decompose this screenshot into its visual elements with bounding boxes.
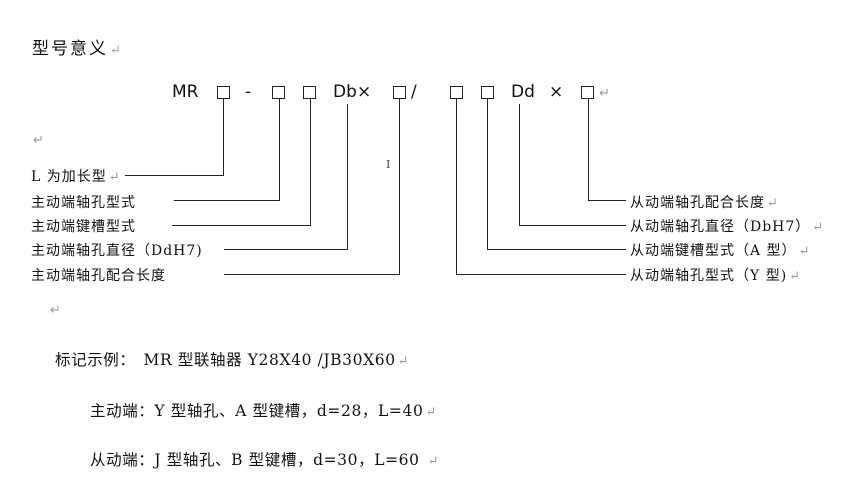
label-driving-keyway-type: 主动端键槽型式 bbox=[31, 219, 136, 235]
code-db: Db bbox=[333, 82, 357, 102]
code-box-6 bbox=[481, 86, 494, 99]
code-dash: - bbox=[245, 82, 252, 102]
leader-line bbox=[487, 99, 488, 249]
leader-line bbox=[588, 99, 589, 200]
code-prefix: MR bbox=[172, 82, 199, 102]
label-driven-bore-diameter: 从动端轴孔直径（DbH7）↵ bbox=[630, 219, 825, 235]
label-driving-bore-diameter: 主动端轴孔直径（DdH7) bbox=[31, 243, 203, 259]
driven-end-label: 从动端： bbox=[90, 451, 155, 469]
label-driven-fit-length: 从动端轴孔配合长度↵ bbox=[630, 195, 779, 211]
paragraph-mark: ↵ bbox=[33, 133, 44, 148]
label-driving-bore-type: 主动端轴孔型式 bbox=[31, 195, 136, 211]
example-value: MR 型联轴器 Y28X40 /JB30X60 bbox=[143, 351, 396, 369]
leader-line bbox=[172, 225, 311, 226]
label-driven-keyway-type: 从动端键槽型式（A 型）↵ bbox=[630, 243, 811, 259]
label-extended-type: L 为加长型↵ bbox=[31, 169, 121, 185]
page-title: 型号意义↵ bbox=[32, 39, 123, 59]
code-dd: Dd bbox=[511, 82, 535, 102]
leader-line bbox=[399, 99, 400, 274]
leader-line bbox=[279, 99, 280, 200]
code-times-2: × bbox=[549, 82, 564, 102]
code-box-5 bbox=[450, 86, 463, 99]
label-driven-bore-type: 从动端轴孔型式（Y 型)↵ bbox=[630, 268, 802, 284]
code-box-1 bbox=[217, 86, 230, 99]
driven-end-line: 从动端：J 型轴孔、B 型键槽，d=30，L=60↵ bbox=[90, 451, 440, 469]
driven-end-value: J 型轴孔、B 型键槽，d=30，L=60 bbox=[154, 451, 420, 469]
example-line: 标记示例：MR 型联轴器 Y28X40 /JB30X60↵ bbox=[55, 351, 410, 369]
label-driving-fit-length: 主动端轴孔配合长度 bbox=[31, 268, 166, 284]
leader-line bbox=[456, 99, 457, 274]
leader-line bbox=[588, 200, 626, 201]
leader-line bbox=[347, 104, 348, 249]
paragraph-mark: ↵ bbox=[50, 303, 61, 318]
leader-line bbox=[456, 274, 626, 275]
driving-end-line: 主动端：Y 型轴孔、A 型键槽，d=28，L=40↵ bbox=[90, 402, 437, 420]
code-box-7 bbox=[581, 86, 594, 99]
code-box-3 bbox=[303, 86, 316, 99]
driving-end-label: 主动端： bbox=[90, 402, 155, 420]
leader-line bbox=[224, 249, 348, 250]
code-box-4 bbox=[393, 86, 406, 99]
paragraph-mark: ↵ bbox=[599, 86, 610, 101]
example-label: 标记示例： bbox=[55, 351, 136, 369]
code-times-1: × bbox=[357, 82, 372, 102]
leader-line bbox=[224, 274, 400, 275]
code-box-2 bbox=[272, 86, 285, 99]
driving-end-value: Y 型轴孔、A 型键槽，d=28，L=40 bbox=[154, 402, 424, 420]
leader-line bbox=[174, 200, 280, 201]
leader-line bbox=[310, 99, 311, 225]
code-slash: / bbox=[411, 82, 417, 102]
leader-line bbox=[223, 99, 224, 175]
leader-line bbox=[125, 175, 224, 176]
paragraph-mark: ↵ bbox=[110, 43, 123, 58]
leader-line bbox=[519, 225, 626, 226]
text-cursor-icon: I bbox=[386, 158, 391, 171]
leader-line bbox=[519, 104, 520, 225]
leader-line bbox=[487, 249, 626, 250]
